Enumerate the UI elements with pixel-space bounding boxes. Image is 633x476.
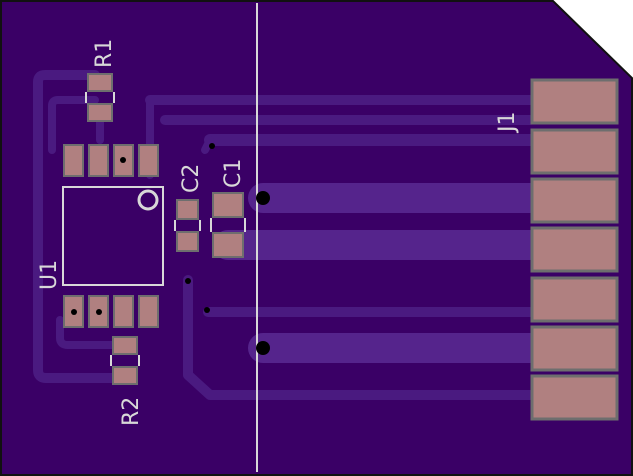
r2-designator: R2 (119, 397, 144, 426)
via-drill (204, 307, 210, 313)
u1-pad-drill (71, 309, 77, 315)
r1-designator: R1 (92, 39, 117, 68)
j1-pad[interactable] (530, 276, 619, 323)
via-drill (256, 191, 270, 205)
u1-pin1-marker (137, 189, 159, 211)
via-drill (209, 143, 215, 149)
j1-designator: J1 (495, 112, 520, 135)
via-drill (185, 278, 191, 284)
c2-footprint[interactable]: C2 (174, 164, 204, 252)
u1-pad[interactable] (138, 144, 159, 177)
r2-pad[interactable] (112, 366, 138, 385)
u1-footprint[interactable]: U1 (37, 144, 164, 328)
u1-pad-drill (120, 157, 126, 163)
c1-designator: C1 (221, 159, 246, 188)
u1-designator: U1 (37, 260, 62, 290)
j1-pad[interactable] (530, 177, 619, 224)
r2-footprint[interactable]: R2 (110, 336, 144, 426)
u1-pad[interactable] (88, 144, 109, 177)
j1-pad[interactable] (530, 374, 619, 421)
u1-pad-drill (96, 309, 102, 315)
j1-pad[interactable] (530, 226, 619, 273)
c2-pad[interactable] (176, 231, 199, 252)
j1-pad[interactable] (530, 325, 619, 372)
c2-pad[interactable] (176, 199, 199, 220)
j1-footprint[interactable]: J1 (495, 78, 619, 421)
c1-footprint[interactable]: C1 (210, 159, 246, 258)
j1-pad[interactable] (530, 78, 619, 125)
r1-pad[interactable] (87, 73, 113, 92)
r1-pad[interactable] (87, 103, 113, 122)
c1-pad[interactable] (212, 232, 244, 258)
u1-pad[interactable] (138, 295, 159, 328)
r2-pad[interactable] (112, 336, 138, 355)
u1-body-outline (62, 186, 164, 286)
via-drill (256, 341, 270, 355)
j1-pad[interactable] (530, 128, 619, 175)
c2-designator: C2 (179, 164, 204, 193)
u1-pad[interactable] (63, 144, 84, 177)
r1-footprint[interactable]: R1 (85, 39, 117, 122)
c1-pad[interactable] (212, 192, 244, 218)
copper-traces (33, 70, 545, 400)
u1-pad[interactable] (113, 295, 134, 328)
